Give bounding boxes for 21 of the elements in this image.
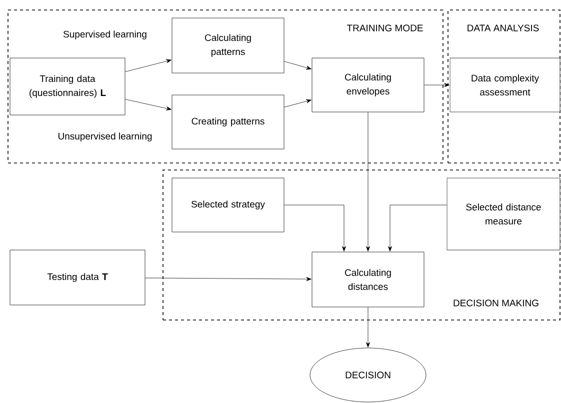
arrow: [366, 307, 370, 348]
process-box: Creating patterns: [172, 94, 284, 150]
process-box: Selected strategy: [172, 178, 284, 232]
edge-label: Supervised learning: [62, 30, 148, 40]
process-box: Training data (questionnaires) L: [10, 58, 126, 116]
arrow: [388, 204, 447, 252]
process-box: Selected distance measure: [446, 178, 560, 250]
edge-label: Unsupervised learning: [56, 132, 154, 142]
process-box: Calculating distances: [312, 252, 424, 308]
process-box: Calculating envelopes: [312, 58, 424, 112]
arrow: [145, 277, 312, 282]
arrow: [424, 83, 450, 87]
arrow: [284, 61, 312, 70]
arrow: [366, 112, 370, 252]
process-box: Calculating patterns: [172, 18, 284, 74]
process-box: Data complexity assessment: [450, 58, 560, 112]
process-box: Testing data T: [10, 250, 146, 306]
arrow: [125, 59, 172, 72]
arrow: [284, 204, 346, 252]
arrow: [125, 99, 172, 110]
arrow: [284, 99, 312, 108]
